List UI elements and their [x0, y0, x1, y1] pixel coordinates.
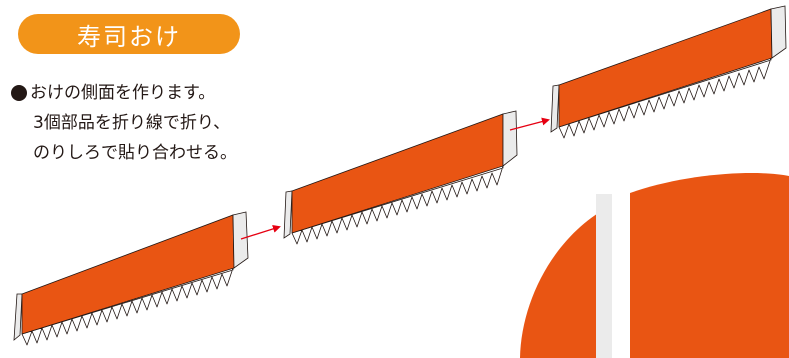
- part-1-right-tab: [232, 211, 249, 269]
- base-gap-strip: [596, 194, 612, 358]
- part-3-right-tab: [770, 5, 787, 59]
- side-part-1: [13, 211, 249, 346]
- side-part-3: [550, 5, 787, 139]
- part-1-face: [21, 214, 235, 335]
- instruction-text-3: のりしろで貼り合わせる。: [33, 143, 237, 163]
- instructions-text: おけの側面を作ります。 3個部品を折り線で折り、 のりしろで貼り合わせる。: [11, 78, 237, 168]
- side-part-2: [283, 110, 518, 245]
- instruction-text-1: おけの側面を作ります。: [30, 83, 216, 103]
- arrow-right-icon: [509, 117, 550, 131]
- instruction-line-1: おけの側面を作ります。: [11, 78, 237, 108]
- part-1-left-tab: [13, 293, 23, 341]
- bullet-dot-icon: [11, 85, 27, 101]
- page-title: 寿司おけ: [77, 22, 181, 51]
- part-2-teeth: [291, 165, 504, 245]
- part-2-left-tab: [283, 190, 293, 239]
- base-circle-pieces: [520, 173, 789, 358]
- part-3-face: [558, 8, 773, 128]
- base-right-piece: [630, 173, 789, 358]
- base-left-piece: [520, 205, 612, 358]
- arrow-right-icon: [240, 224, 281, 240]
- part-2-right-tab: [502, 110, 518, 167]
- instruction-line-3: のりしろで貼り合わせる。: [30, 138, 237, 168]
- title-badge: 寿司おけ: [18, 14, 240, 54]
- part-1-teeth: [21, 267, 234, 346]
- part-3-left-tab: [550, 84, 560, 133]
- part-2-face: [291, 113, 504, 234]
- part-3-teeth: [558, 57, 772, 139]
- instruction-line-2: 3個部品を折り線で折り、: [30, 108, 237, 138]
- instruction-text-2: 3個部品を折り線で折り、: [33, 113, 231, 133]
